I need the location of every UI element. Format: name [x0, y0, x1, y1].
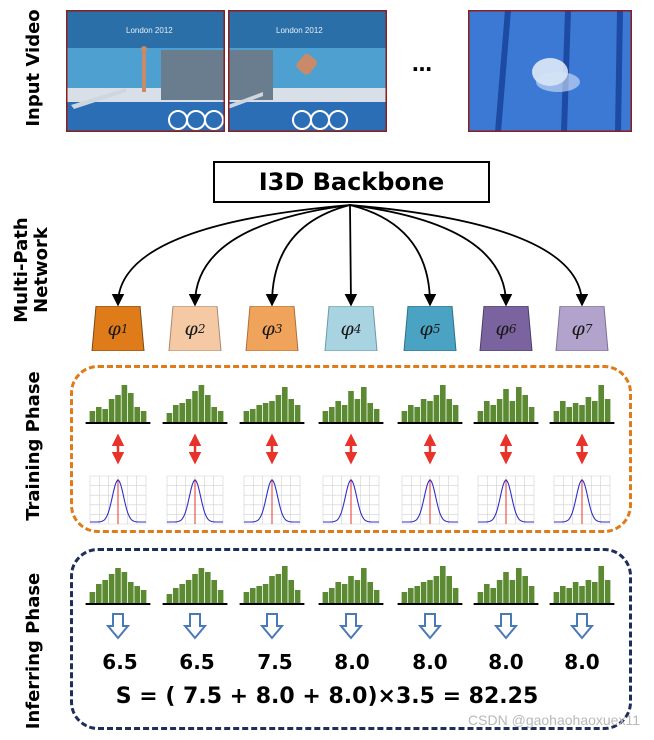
head-7-symbol: φ — [571, 317, 585, 340]
branch-arrow-7 — [349, 204, 589, 307]
input-video-label: Input Video — [23, 9, 44, 127]
multi-path-label-line2: Network — [31, 227, 52, 313]
multi-path-network-label: Multi-Path Network — [11, 217, 52, 323]
score-7: 8.0 — [564, 650, 600, 674]
head-4-sub: 4 — [353, 321, 362, 336]
head-4-shape — [324, 306, 378, 351]
head-5-sub: 5 — [432, 321, 441, 336]
score-5: 8.0 — [412, 650, 448, 674]
head-2-shape — [168, 306, 222, 351]
i3d-backbone-box: I3D Backbone — [213, 161, 490, 203]
branch-arrow-4 — [344, 204, 358, 307]
head-6-symbol: φ — [495, 317, 509, 340]
head-3-sub: 3 — [274, 321, 283, 336]
score-4: 8.0 — [334, 650, 370, 674]
score-3: 7.5 — [257, 650, 293, 674]
frame1-banner-text: London 2012 — [126, 26, 173, 35]
head-3-symbol: φ — [261, 317, 275, 340]
head-5-symbol: φ — [419, 317, 433, 340]
branch-arrow-6 — [349, 204, 513, 307]
score-2: 6.5 — [179, 650, 215, 674]
head-1-shape — [91, 306, 145, 351]
video-frame-3 — [468, 10, 632, 132]
training-phase-label: Training Phase — [23, 371, 44, 521]
head-7-sub: 7 — [584, 321, 593, 336]
backbone-branch-arrows — [111, 204, 589, 307]
branch-arrow-3 — [265, 204, 351, 307]
training-phase-box — [70, 365, 632, 533]
head-2-sub: 2 — [197, 321, 206, 336]
score-6: 8.0 — [488, 650, 524, 674]
score-1: 6.5 — [102, 650, 138, 674]
frame2-banner-text: London 2012 — [276, 26, 323, 35]
head-1-symbol: φ — [107, 317, 121, 340]
head-4-symbol: φ — [340, 317, 354, 340]
branch-arrow-1 — [111, 204, 351, 307]
head-2-symbol: φ — [184, 317, 198, 340]
head-1-sub: 1 — [120, 321, 129, 336]
head-7-shape — [555, 306, 609, 351]
video-frame-1: London 2012 — [66, 10, 225, 132]
head-6-sub: 6 — [508, 321, 517, 336]
head-3-shape — [245, 306, 299, 351]
branch-arrow-5 — [349, 204, 437, 307]
watermark: CSDN @gaohaohaoxuex11 — [468, 712, 640, 728]
frames-ellipsis: … — [412, 52, 433, 76]
branch-arrow-2 — [188, 204, 351, 307]
head-6-shape — [479, 306, 533, 351]
head-5-shape — [403, 306, 457, 351]
inferring-phase-box — [70, 548, 632, 730]
final-score-formula: S = ( 7.5 + 8.0 + 8.0)×3.5 = 82.25 — [115, 684, 539, 709]
video-frame-2: London 2012 — [228, 10, 387, 132]
multi-path-label-line1: Multi-Path — [11, 217, 32, 323]
